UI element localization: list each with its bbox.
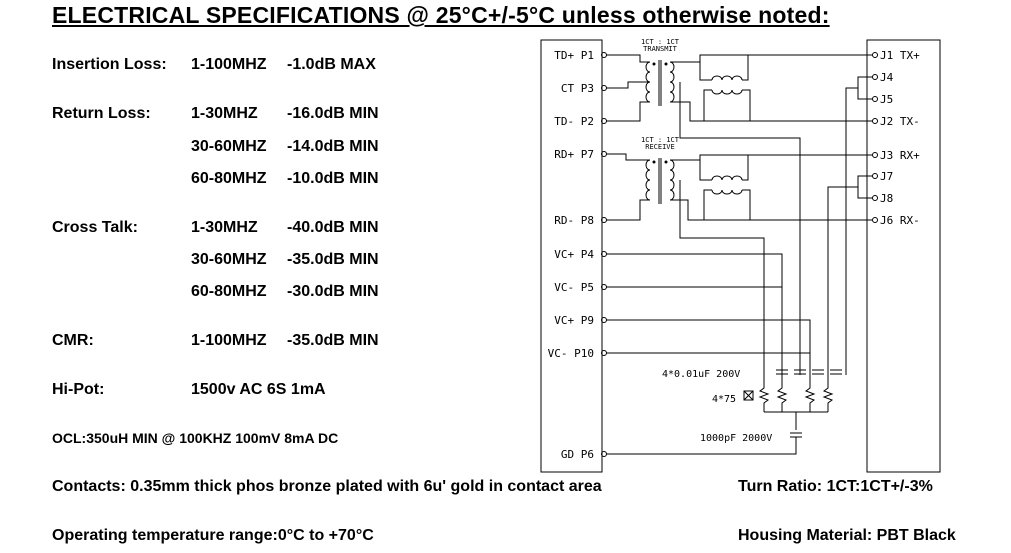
pin-label-rd-minus: RD- P8 xyxy=(554,214,594,227)
pin-label-td-plus: TD+ P1 xyxy=(554,49,594,62)
return-loss-range-3: 60-80MHZ xyxy=(191,170,267,187)
receive-label: RECEIVE xyxy=(645,143,675,151)
hipot-label: Hi-Pot: xyxy=(52,381,105,398)
transmit-ratio-label: 1CT : 1CT xyxy=(641,38,680,46)
return-loss-label: Return Loss: xyxy=(52,105,151,122)
pin-label-rd-plus: RD+ P7 xyxy=(554,148,594,161)
pin-label-vc-p5: VC- P5 xyxy=(554,281,594,294)
pin-label-j2: J2 TX- xyxy=(880,115,920,128)
capacitor-bank xyxy=(776,369,842,375)
ocl-spec: OCL:350uH MIN @ 100KHZ 100mV 8mA DC xyxy=(52,430,339,446)
pin-label-j1: J1 TX+ xyxy=(880,49,920,62)
pin-label-j7: J7 xyxy=(880,170,893,183)
insertion-loss-range: 1-100MHZ xyxy=(191,56,267,73)
hipot-value: 1500v AC 6S 1mA xyxy=(191,381,326,398)
cross-talk-value-2: -35.0dB MIN xyxy=(287,251,379,268)
cross-talk-range-3: 60-80MHZ xyxy=(191,283,267,300)
cmr-label: CMR: xyxy=(52,332,94,349)
return-loss-range-1: 1-30MHZ xyxy=(191,105,258,122)
return-loss-value-1: -16.0dB MIN xyxy=(287,105,379,122)
pin-label-vc-p4: VC+ P4 xyxy=(554,248,594,261)
cross-talk-value-3: -30.0dB MIN xyxy=(287,283,379,300)
cmr-range: 1-100MHZ xyxy=(191,332,267,349)
receive-ratio-label: 1CT : 1CT xyxy=(641,136,680,144)
right-housing xyxy=(866,39,941,473)
transmit-transformer xyxy=(645,60,743,106)
resistor-bank xyxy=(758,375,834,430)
housing-spec: Housing Material: PBT Black xyxy=(738,527,956,544)
insertion-loss-value: -1.0dB MAX xyxy=(287,56,376,73)
cap-bank-label: 4*0.01uF 200V xyxy=(662,369,740,380)
vc-wiring xyxy=(606,253,811,375)
pin-label-j5: J5 xyxy=(880,93,893,106)
pin-label-j8: J8 xyxy=(880,192,893,205)
pin-label-ct: CT P3 xyxy=(561,82,594,95)
pin-label-j4: J4 xyxy=(880,71,894,84)
return-loss-range-2: 30-60MHZ xyxy=(191,138,267,155)
transmit-wiring xyxy=(606,54,872,375)
pin-label-j6: J6 RX- xyxy=(880,214,920,227)
ground-capacitor xyxy=(606,432,802,455)
operating-temp-spec: Operating temperature range:0°C to +70°C xyxy=(52,527,374,544)
turn-ratio-spec: Turn Ratio: 1CT:1CT+/-3% xyxy=(738,478,933,495)
pin-label-td-minus: TD- P2 xyxy=(554,115,594,128)
cross-talk-label: Cross Talk: xyxy=(52,219,138,236)
pin-label-vc-p10: VC- P10 xyxy=(548,347,594,360)
transmit-label: TRANSMIT xyxy=(643,45,678,53)
receive-transformer xyxy=(645,158,743,204)
ground-cap-label: 1000pF 2000V xyxy=(700,433,772,444)
cross-talk-range-2: 30-60MHZ xyxy=(191,251,267,268)
return-loss-value-3: -10.0dB MIN xyxy=(287,170,379,187)
insertion-loss-label: Insertion Loss: xyxy=(52,56,167,73)
contacts-spec: Contacts: 0.35mm thick phos bronze plate… xyxy=(52,478,602,495)
receive-wiring xyxy=(606,153,872,375)
return-loss-value-2: -14.0dB MIN xyxy=(287,138,379,155)
resistor-symbol-icon xyxy=(743,390,754,401)
page-title: ELECTRICAL SPECIFICATIONS @ 25°C+/-5°C u… xyxy=(52,2,830,28)
cross-talk-range-1: 1-30MHZ xyxy=(191,219,258,236)
cross-talk-value-1: -40.0dB MIN xyxy=(287,219,379,236)
pin-label-vc-p9: VC+ P9 xyxy=(554,314,594,327)
cmr-value: -35.0dB MIN xyxy=(287,332,379,349)
pin-label-j3: J3 RX+ xyxy=(880,149,920,162)
res-bank-label: 4*75 xyxy=(712,394,736,405)
right-pin-circles xyxy=(872,52,878,223)
pin-label-gd: GD P6 xyxy=(561,448,594,461)
